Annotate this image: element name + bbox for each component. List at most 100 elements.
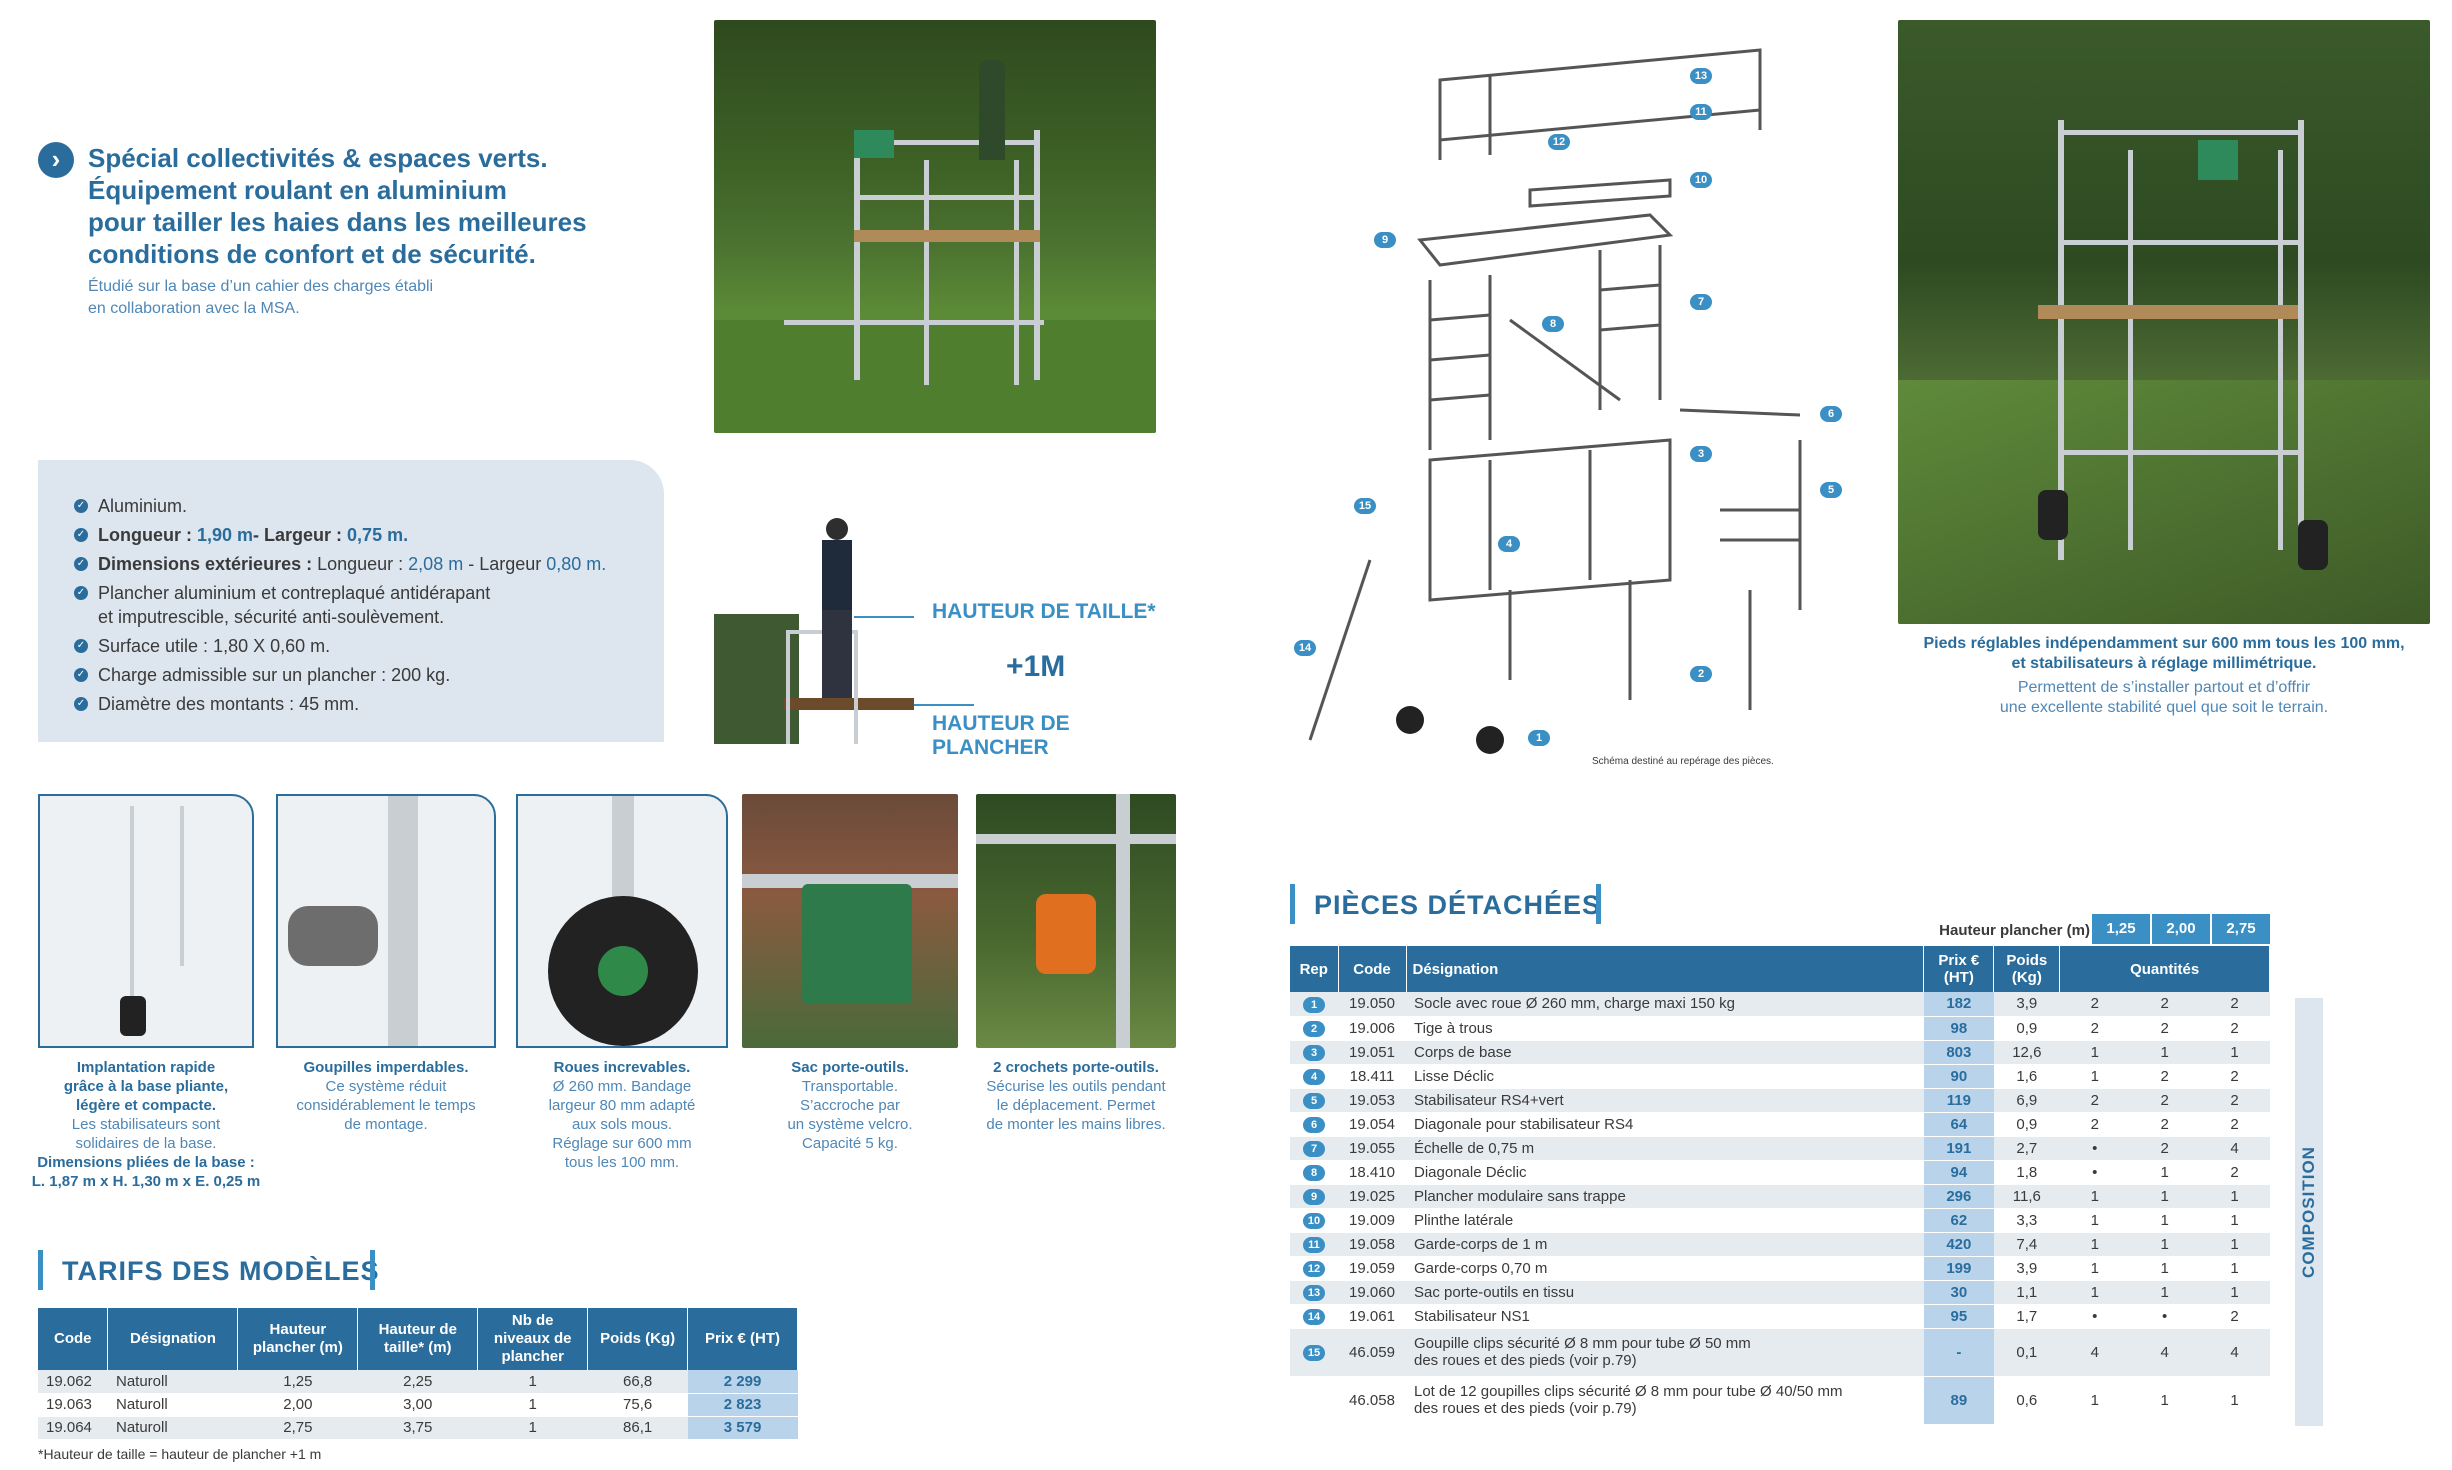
hauteur-header-row: Hauteur plancher (m) 1,25 2,00 2,75 — [1290, 914, 2270, 944]
rep-badge: 7 — [1303, 1141, 1325, 1157]
hauteur-1: 1,25 — [2092, 914, 2150, 944]
cell-quantite: 1 — [2129, 1280, 2200, 1305]
rep-badge: 2 — [1303, 1021, 1325, 1037]
cell-designation: Corps de base — [1406, 1040, 1924, 1065]
cell-designation: Goupille clips sécurité Ø 8 mm pour tube… — [1406, 1328, 1924, 1377]
designation-line: Goupille clips sécurité Ø 8 mm pour tube… — [1414, 1335, 1751, 1352]
designation-line: Lisse Déclic — [1414, 1067, 1495, 1085]
exploded-diagram: 1 2 3 4 5 6 7 8 9 10 11 12 13 14 15 — [1290, 20, 1880, 760]
callout-4: 4 — [1498, 536, 1520, 552]
rep-badge: 10 — [1303, 1213, 1325, 1229]
cell-quantite: 1 — [2199, 1208, 2270, 1233]
cell-code: 19.061 — [1338, 1304, 1406, 1329]
cell-quantite: 1 — [2059, 1208, 2130, 1233]
cell-designation: Lisse Déclic — [1406, 1064, 1924, 1089]
callout-10: 10 — [1690, 172, 1712, 188]
check-icon: ✓ — [74, 528, 88, 542]
check-icon: ✓ — [74, 557, 88, 571]
designation-line: Plinthe latérale — [1414, 1211, 1514, 1229]
label-plus-1m: +1M — [1006, 650, 1066, 683]
rep-badge: 1 — [1303, 996, 1325, 1013]
designation-line: Corps de base — [1414, 1043, 1512, 1061]
hedge-block — [714, 614, 799, 744]
cell-designation: Échelle de 0,75 m — [1406, 1136, 1924, 1161]
cell-poids: 3,9 — [1993, 1256, 2060, 1281]
cell-rep: 1 — [1290, 992, 1338, 1017]
cell-quantite: 1 — [2129, 1040, 2200, 1065]
rep-badge: 5 — [1303, 1093, 1325, 1109]
cell-code: 19.050 — [1338, 992, 1406, 1017]
cell-poids: 2,7 — [1993, 1136, 2060, 1161]
cell-prix: - — [1923, 1328, 1994, 1377]
cell-prix: 94 — [1923, 1160, 1994, 1185]
cell-quantite: 2 — [2129, 992, 2200, 1017]
rep-badge: 8 — [1303, 1165, 1325, 1181]
pieces-title: PIÈCES DÉTACHÉES — [1314, 890, 1602, 920]
cell-rep: 10 — [1290, 1208, 1338, 1233]
cell-prix: 119 — [1923, 1088, 1994, 1113]
designation-line: Stabilisateur RS4+vert — [1414, 1091, 1564, 1109]
cell-quantite: 2 — [2199, 1016, 2270, 1041]
cell-prix: 90 — [1923, 1064, 1994, 1089]
designation-line: des roues et des pieds (voir p.79) — [1414, 1400, 1637, 1417]
cell-poids: 6,9 — [1993, 1088, 2060, 1113]
person-head — [826, 518, 848, 540]
exploded-diagram-svg — [1308, 48, 1802, 754]
cell-poids: 1,6 — [1993, 1064, 2060, 1089]
height-diagram: HAUTEUR DE TAILLE* +1M HAUTEUR DE PLANCH… — [714, 518, 1184, 759]
cell-code: 19.006 — [1338, 1016, 1406, 1041]
cell-quantite: 2 — [2199, 1112, 2270, 1137]
cell-poids: 0,6 — [1993, 1376, 2060, 1425]
cell-quantite: 1 — [2199, 1280, 2270, 1305]
cell-rep — [1290, 1376, 1338, 1425]
cell-poids: 0,9 — [1993, 1112, 2060, 1137]
cell-designation: Garde-corps de 1 m — [1406, 1232, 1924, 1257]
rep-badge: 6 — [1303, 1117, 1325, 1133]
cell-rep: 13 — [1290, 1280, 1338, 1305]
cell-quantite: 1 — [2199, 1232, 2270, 1257]
cell-quantite: 2 — [2199, 1064, 2270, 1089]
cell-rep: 14 — [1290, 1304, 1338, 1329]
cell-prix: 803 — [1923, 1040, 1994, 1065]
cell-rep: 11 — [1290, 1232, 1338, 1257]
right-photo-caption: Pieds réglables indépendamment sur 600 m… — [1923, 635, 2405, 716]
cell-quantite: 1 — [2059, 1280, 2130, 1305]
cell-quantite: 1 — [2129, 1208, 2200, 1233]
cell-poids: 1,1 — [1993, 1280, 2060, 1305]
check-icon: ✓ — [74, 586, 88, 600]
table-row: 19.064 Naturoll 2,75 3,75 1 86,1 3 579 — [38, 1416, 798, 1440]
pieces-bar-left — [1290, 884, 1295, 924]
designation-line: Tige à trous — [1414, 1019, 1493, 1037]
cell-quantite: 2 — [2199, 1088, 2270, 1113]
cell-poids: 3,9 — [1993, 992, 2060, 1017]
cell-code: 18.411 — [1338, 1064, 1406, 1089]
cell-quantite: 1 — [2059, 1376, 2130, 1425]
cell-prix: 182 — [1923, 992, 1994, 1017]
spec-item: ✓Dimensions extérieures : Longueur : 2,0… — [74, 552, 654, 576]
callout-1: 1 — [1528, 730, 1550, 746]
cell-rep: 3 — [1290, 1040, 1338, 1065]
specs-panel: ✓Aluminium. ✓Longueur : 1,90 m- Largeur … — [38, 460, 664, 742]
feature-caption-roues: Roues increvables. Ø 260 mm. Bandage lar… — [548, 1059, 696, 1171]
tarifs-table: Code Désignation Hauteur plancher (m) Ha… — [38, 1308, 798, 1440]
cell-poids: 12,6 — [1993, 1040, 2060, 1065]
cell-poids: 11,6 — [1993, 1184, 2060, 1209]
designation-line: Garde-corps de 1 m — [1414, 1235, 1548, 1253]
check-icon: ✓ — [74, 668, 88, 682]
cell-quantite: 1 — [2129, 1160, 2200, 1185]
cell-designation: Diagonale pour stabilisateur RS4 — [1406, 1112, 1924, 1137]
cell-quantite: 2 — [2129, 1016, 2200, 1041]
callout-7: 7 — [1690, 294, 1712, 310]
tarifs-title: TARIFS DES MODÈLES — [62, 1256, 380, 1286]
cell-quantite: 1 — [2199, 1376, 2270, 1425]
cell-code: 19.059 — [1338, 1256, 1406, 1281]
callout-5: 5 — [1820, 482, 1842, 498]
feature-card-roues — [516, 794, 728, 1048]
